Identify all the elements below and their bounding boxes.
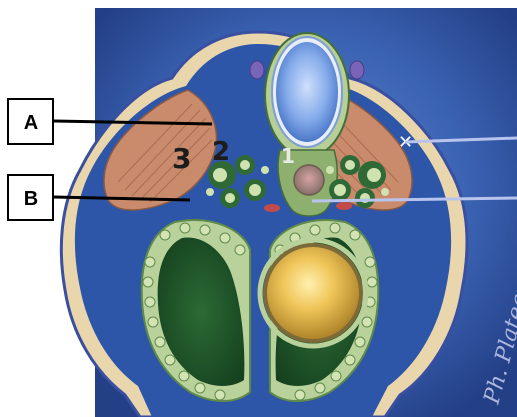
right-red-vessel xyxy=(336,202,352,210)
label-b: B xyxy=(24,188,38,210)
left-small-vessel xyxy=(250,61,264,79)
central-yellow-body-fill xyxy=(267,247,359,339)
number-2: 2 xyxy=(212,137,230,167)
label-b-box: B xyxy=(8,175,53,220)
right-small-vessel xyxy=(350,61,364,79)
number-3: 3 xyxy=(172,142,191,175)
trachea-lumen xyxy=(276,42,338,142)
left-red-vessel xyxy=(264,204,280,212)
label-a: A xyxy=(24,112,38,134)
label-a-box: A xyxy=(8,99,53,144)
number-1: 1 xyxy=(281,144,295,168)
esophagus xyxy=(294,165,324,195)
